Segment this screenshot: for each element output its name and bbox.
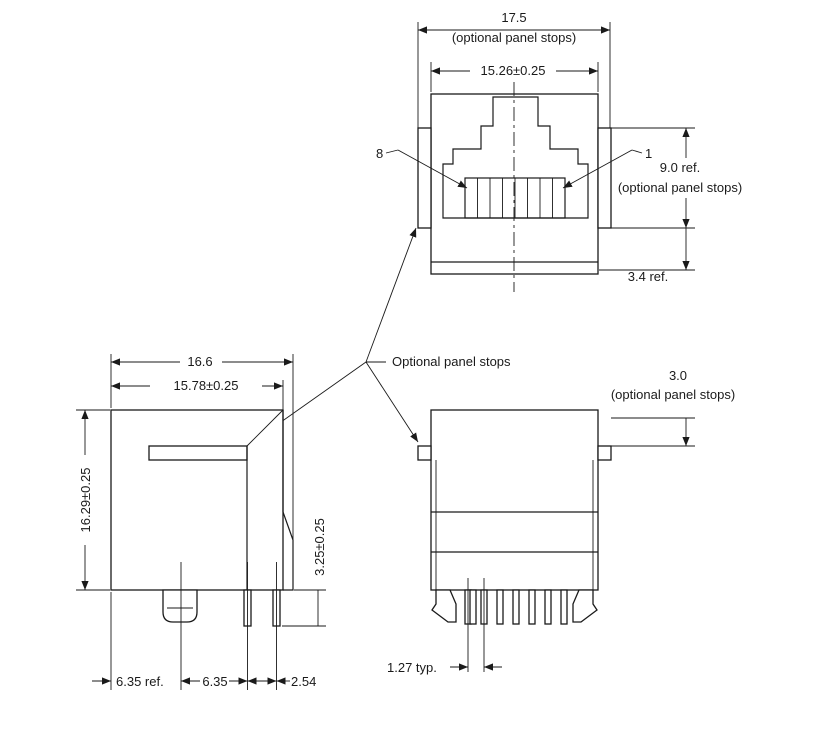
dim-body-width: 15.26±0.25 xyxy=(481,63,546,78)
foot-left xyxy=(431,589,457,623)
pin-1-label: 1 xyxy=(645,146,652,161)
rear-stop-left xyxy=(417,445,432,461)
rear-stop-right xyxy=(597,445,612,461)
dim-panel-stop-height-note: (optional panel stops) xyxy=(618,180,742,195)
side-body xyxy=(110,409,284,591)
contact-comb xyxy=(464,177,566,219)
dim-overall-width: 17.5 xyxy=(501,10,526,25)
side-view xyxy=(76,354,326,690)
mounting-post xyxy=(162,589,198,623)
dim-post-spacing: 6.35 xyxy=(202,674,227,689)
pin-8-label: 8 xyxy=(376,146,383,161)
rear-view xyxy=(417,409,695,672)
dim-height: 16.29±0.25 xyxy=(78,468,93,533)
front-body xyxy=(430,93,599,275)
panel-stop-right xyxy=(597,127,612,229)
panel-stop-left xyxy=(417,127,432,229)
front-view: 8 1 xyxy=(376,22,695,292)
dim-pin-length: 3.25±0.25 xyxy=(312,518,327,576)
plug-opening xyxy=(442,96,589,219)
dim-pin-pitch: 1.27 typ. xyxy=(387,660,437,675)
dim-body-depth: 15.78±0.25 xyxy=(174,378,239,393)
rear-body xyxy=(430,409,599,591)
dim-bottom-offset: 3.4 ref. xyxy=(628,269,668,284)
foot-right xyxy=(572,589,598,623)
dim-overall-width-note: (optional panel stops) xyxy=(452,30,576,45)
dim-post-offset: 6.35 ref. xyxy=(116,674,164,689)
rear-pins xyxy=(464,589,568,625)
dim-stop-depth-note: (optional panel stops) xyxy=(611,387,735,402)
dim-overall-depth: 16.6 xyxy=(187,354,212,369)
dim-panel-stop-height: 9.0 ref. xyxy=(660,160,700,175)
callout-label: Optional panel stops xyxy=(392,354,511,369)
dim-stop-depth: 3.0 xyxy=(669,368,687,383)
dim-pin-row-spacing: 2.54 xyxy=(291,674,316,689)
latch-slot xyxy=(148,445,248,461)
